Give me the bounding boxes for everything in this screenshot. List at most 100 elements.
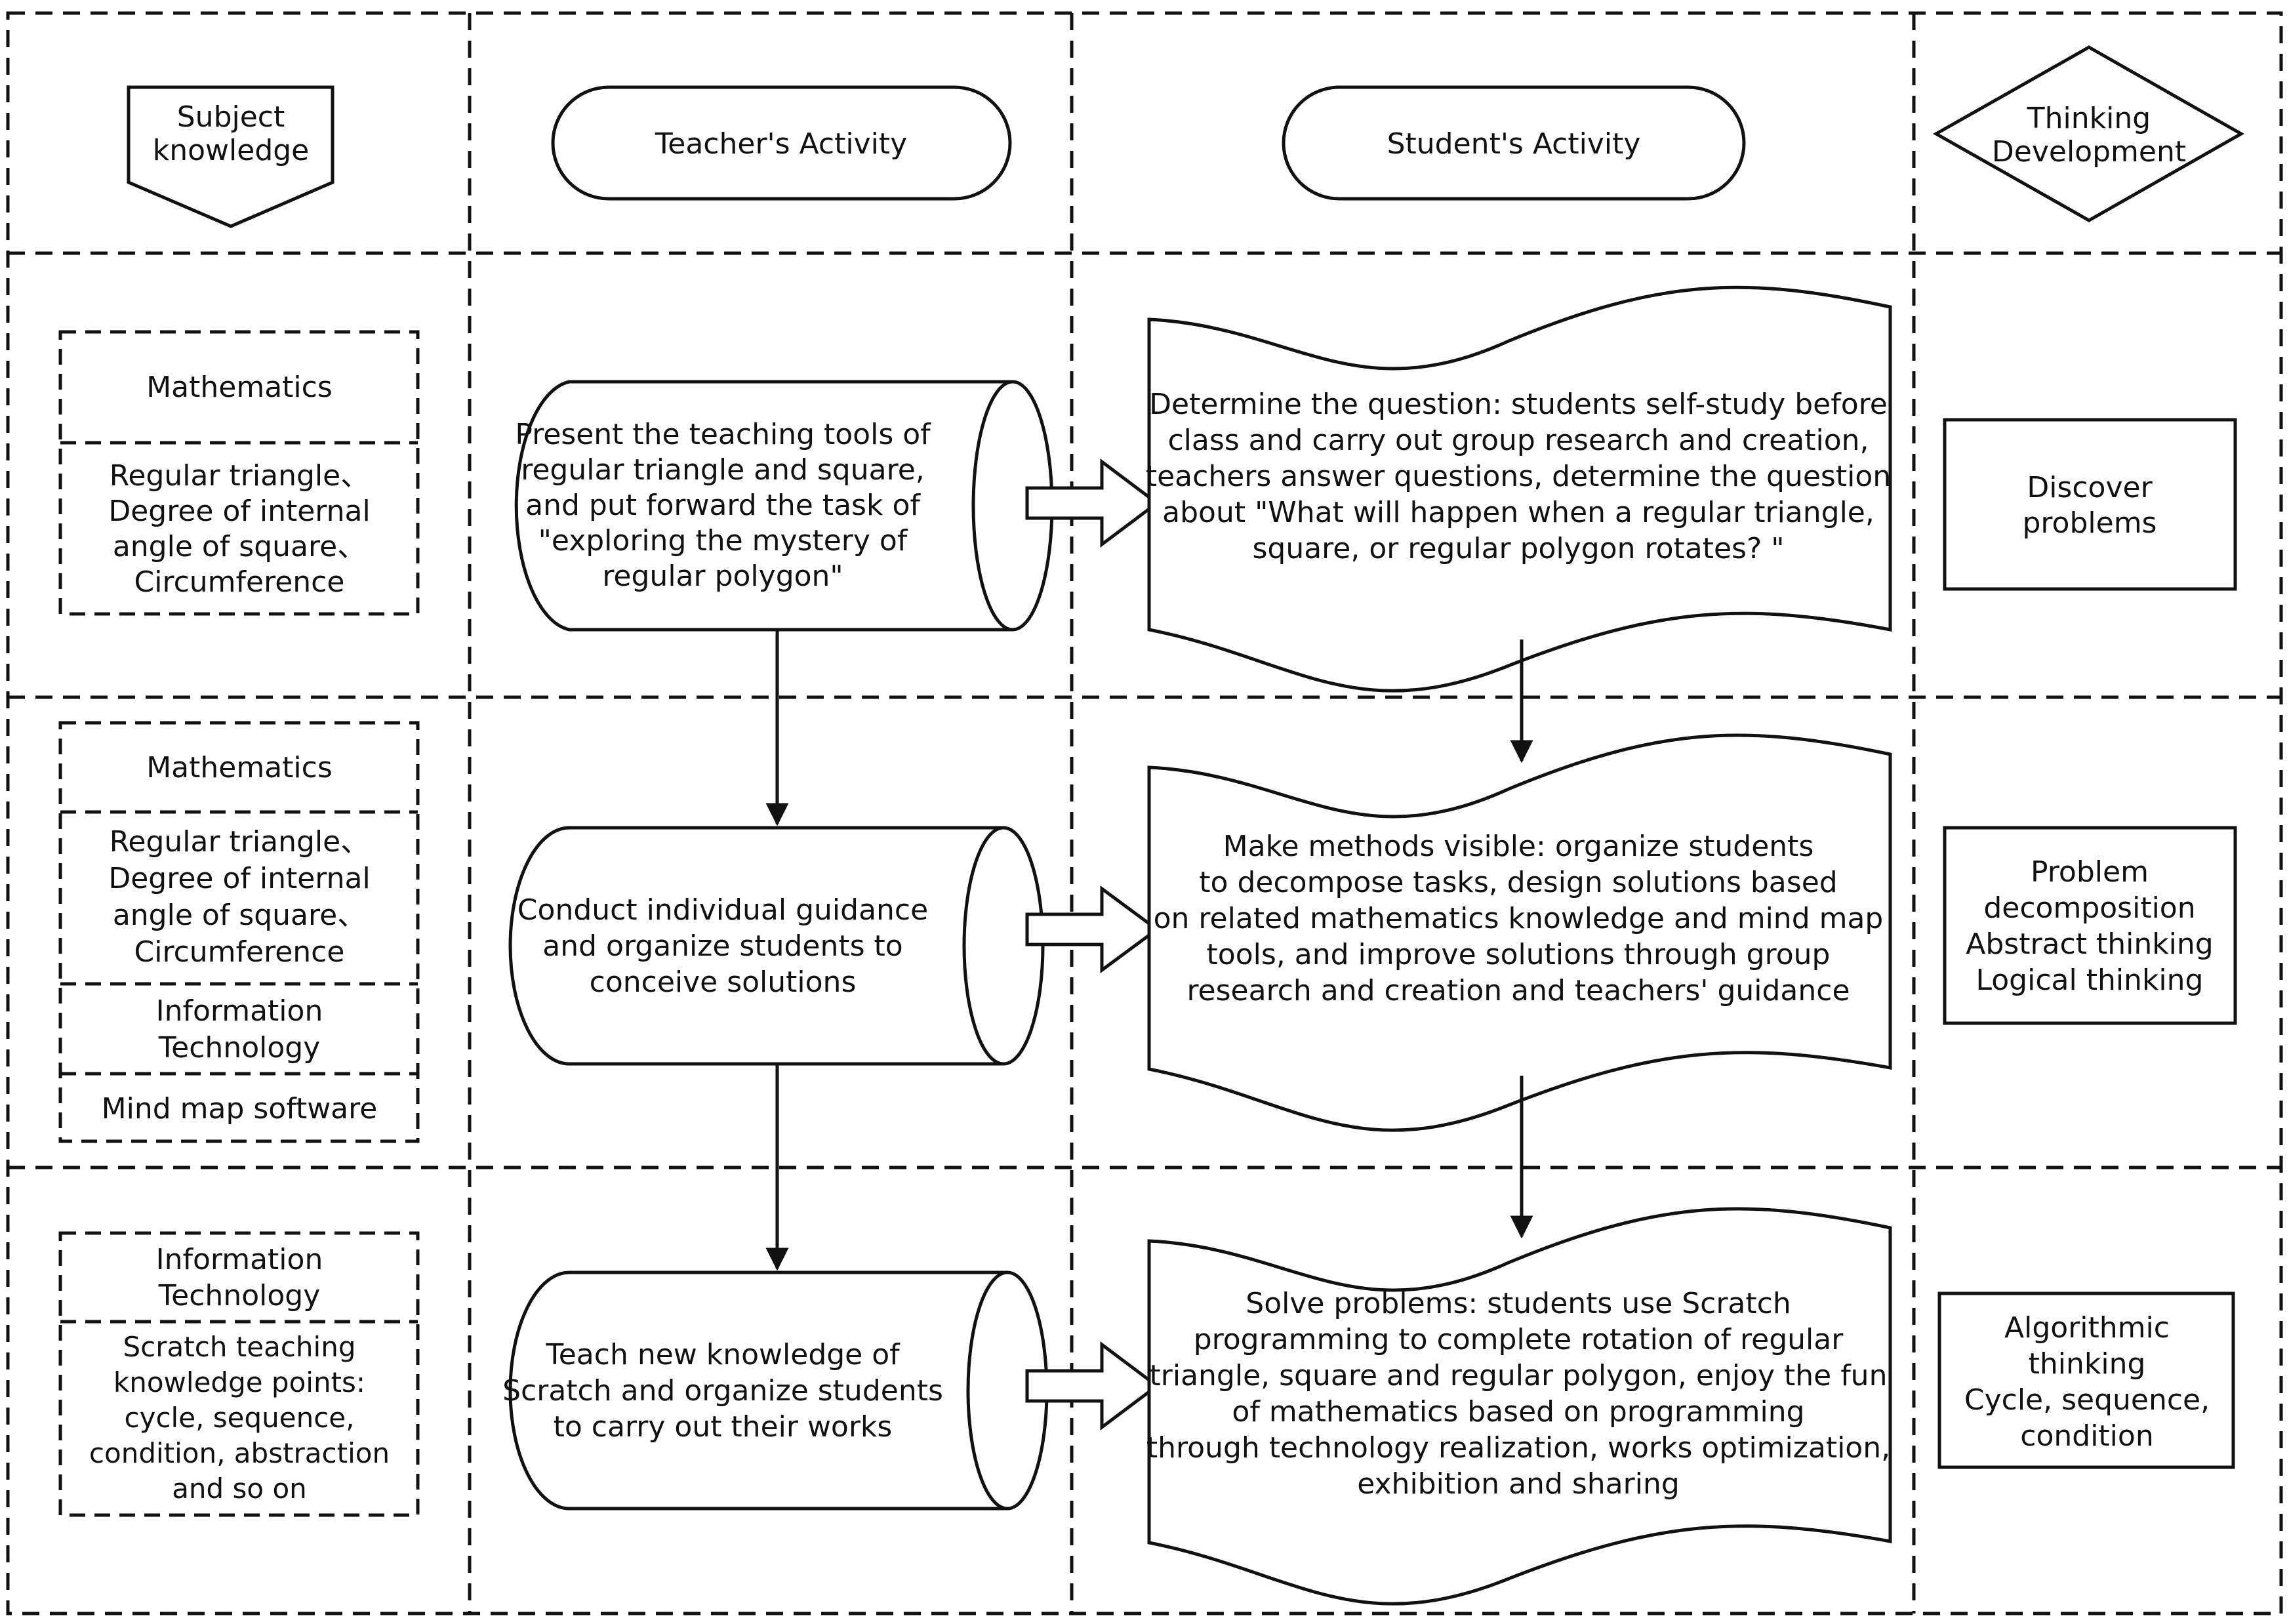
- thinking-1-line-1: Discover: [2027, 471, 2153, 504]
- header-student-label: Student's Activity: [1387, 127, 1641, 161]
- teacher-step-2-line-1: Conduct individual guidance: [517, 893, 928, 927]
- row-3-teacher-activity: Teach new knowledge of Scratch and organ…: [502, 1270, 1049, 1511]
- subject-box-1-line-1: Mathematics: [146, 371, 333, 404]
- student-step-1-line-3: teachers answer questions, determine the…: [1146, 460, 1891, 493]
- subject-box-2-line-1: Regular triangle、: [110, 459, 369, 493]
- subject-box-1-line-1: Mathematics: [146, 751, 333, 784]
- subject-box-2-line-5: and so on: [172, 1472, 307, 1505]
- student-step-3-line-6: exhibition and sharing: [1357, 1467, 1680, 1501]
- header-thinking-development: Thinking Development: [1932, 45, 2245, 222]
- student-step-2-line-4: tools, and improve solutions through gro…: [1207, 938, 1831, 971]
- thinking-3-line-3: Cycle, sequence,: [1964, 1383, 2210, 1417]
- student-step-2-line-3: on related mathematics knowledge and min…: [1154, 902, 1884, 935]
- subject-group-frame: [58, 330, 420, 616]
- block-arrow-row-2: [1025, 885, 1160, 973]
- thinking-box: [1937, 1291, 2235, 1469]
- header-thinking-line-1: Thinking: [2027, 102, 2151, 135]
- row-3-subject-knowledge: Information Technology Scratch teaching …: [58, 1231, 420, 1517]
- student-step-3-line-1: Solve problems: students use Scratch: [1246, 1287, 1791, 1320]
- student-step-2-line-2: to decompose tasks, design solutions bas…: [1199, 866, 1837, 899]
- outer-frame: [6, 11, 2283, 1615]
- drum-storage-shape: [508, 826, 1003, 1066]
- thinking-2-line-2: decomposition: [1983, 891, 2195, 925]
- student-step-2-line-5: research and creation and teachers' guid…: [1186, 974, 1850, 1007]
- student-step-3-line-3: triangle, square and regular polygon, en…: [1150, 1359, 1888, 1392]
- subject-box-1-line-1: Information: [156, 1243, 323, 1276]
- subject-box-4-line-1: Mind map software: [102, 1092, 378, 1126]
- subject-group-frame: [58, 1231, 420, 1517]
- row-2-subject-knowledge: Mathematics Regular triangle、 Degree of …: [58, 721, 420, 1143]
- subject-box-2-line-2: Degree of internal: [108, 495, 370, 528]
- thinking-3-line-1: Algorithmic: [2004, 1311, 2170, 1345]
- subject-box-2-line-1: Regular triangle、: [110, 825, 369, 859]
- subject-box-3-line-1: Information: [156, 994, 323, 1028]
- student-step-1-line-1: Determine the question: students self-st…: [1149, 388, 1888, 421]
- drum-storage-shape: [514, 380, 1013, 632]
- row-1-teacher-activity: Present the teaching tools of regular tr…: [514, 380, 1054, 632]
- offpage-connector-shape: [127, 85, 334, 228]
- subject-box-2-line-4: condition, abstraction: [89, 1437, 390, 1469]
- student-step-1-line-2: class and carry out group research and c…: [1167, 424, 1869, 457]
- teacher-step-3-line-1: Teach new knowledge of: [545, 1338, 901, 1371]
- subject-box-2-line-4: Circumference: [134, 565, 345, 599]
- student-step-3-line-4: of mathematics based on programming: [1232, 1395, 1804, 1429]
- row-3-student-activity: Solve problems: students use Scratch pro…: [1146, 1207, 1892, 1606]
- header-subject-line-2: knowledge: [153, 134, 310, 167]
- thinking-3-line-4: condition: [2020, 1419, 2153, 1453]
- header-teacher-activity: Teacher's Activity: [551, 85, 1012, 201]
- drum-storage-shape: [508, 1270, 1007, 1511]
- document-wave-shape: [1147, 285, 1892, 693]
- thinking-3-line-2: thinking: [2029, 1347, 2146, 1381]
- row-3-thinking: Algorithmic thinking Cycle, sequence, co…: [1937, 1291, 2235, 1469]
- subject-box-2-line-3: cycle, sequence,: [125, 1402, 355, 1434]
- student-step-3-line-5: through technology realization, works op…: [1146, 1431, 1890, 1465]
- document-wave-shape: [1147, 733, 1892, 1132]
- header-subject-knowledge: Subject knowledge: [127, 85, 334, 228]
- thinking-box: [1943, 418, 2237, 591]
- teacher-step-2-line-3: conceive solutions: [590, 965, 857, 999]
- subject-box-2-line-2: Degree of internal: [108, 862, 370, 895]
- header-student-activity: Student's Activity: [1282, 85, 1746, 201]
- subject-box-2-line-1: Scratch teaching: [123, 1331, 356, 1363]
- block-arrow-row-3: [1025, 1341, 1160, 1431]
- row-2-teacher-activity: Conduct individual guidance and organize…: [508, 826, 1045, 1066]
- header-thinking-line-2: Development: [1992, 135, 2186, 169]
- lane-grid: [6, 11, 2283, 1615]
- student-step-1-line-4: about "What will happen when a regular t…: [1162, 496, 1874, 529]
- teacher-step-2-line-2: and organize students to: [542, 929, 902, 963]
- document-wave-shape: [1147, 1207, 1892, 1606]
- student-step-1-line-5: square, or regular polygon rotates? ": [1252, 532, 1784, 565]
- teacher-step-1-line-1: Present the teaching tools of: [515, 418, 931, 451]
- row-2-student-activity: Make methods visible: organize students …: [1147, 733, 1892, 1132]
- terminator-shape: [1282, 85, 1746, 201]
- teacher-step-3-line-3: to carry out their works: [554, 1410, 893, 1444]
- row-1-subject-knowledge: Mathematics Regular triangle、 Degree of …: [58, 330, 420, 616]
- thinking-box: [1943, 826, 2237, 1025]
- flow-connectors: [765, 630, 1533, 1271]
- student-step-2-line-1: Make methods visible: organize students: [1223, 830, 1814, 863]
- header-subject-line-1: Subject: [177, 100, 285, 134]
- row-1-thinking: Discover problems: [1943, 418, 2237, 591]
- subject-box-2-line-2: knowledge points:: [113, 1366, 365, 1398]
- teacher-step-1-line-3: and put forward the task of: [525, 489, 921, 522]
- header-teacher-label: Teacher's Activity: [655, 127, 907, 161]
- terminator-shape: [551, 85, 1012, 201]
- thinking-2-line-3: Abstract thinking: [1966, 927, 2213, 961]
- teacher-step-1-line-2: regular triangle and square,: [521, 453, 925, 487]
- decision-diamond-shape: [1932, 45, 2245, 222]
- thinking-2-line-1: Problem: [2031, 855, 2149, 889]
- subject-group-frame: [58, 721, 420, 1143]
- row-2-thinking: Problem decomposition Abstract thinking …: [1943, 826, 2237, 1025]
- subject-box-3-line-2: Technology: [158, 1031, 320, 1065]
- subject-box-2-line-3: angle of square、: [113, 899, 366, 932]
- teacher-step-3-line-2: Scratch and organize students: [502, 1374, 943, 1408]
- teacher-step-1-line-4: "exploring the mystery of: [538, 524, 908, 558]
- thinking-1-line-2: problems: [2023, 506, 2157, 540]
- row-1-student-activity: Determine the question: students self-st…: [1146, 285, 1892, 693]
- subject-box-2-line-4: Circumference: [134, 935, 345, 969]
- student-step-3-line-2: programming to complete rotation of regu…: [1194, 1323, 1844, 1356]
- teacher-step-1-line-5: regular polygon": [602, 559, 843, 593]
- block-arrow-row-1: [1025, 458, 1160, 548]
- subject-box-2-line-3: angle of square、: [113, 530, 366, 563]
